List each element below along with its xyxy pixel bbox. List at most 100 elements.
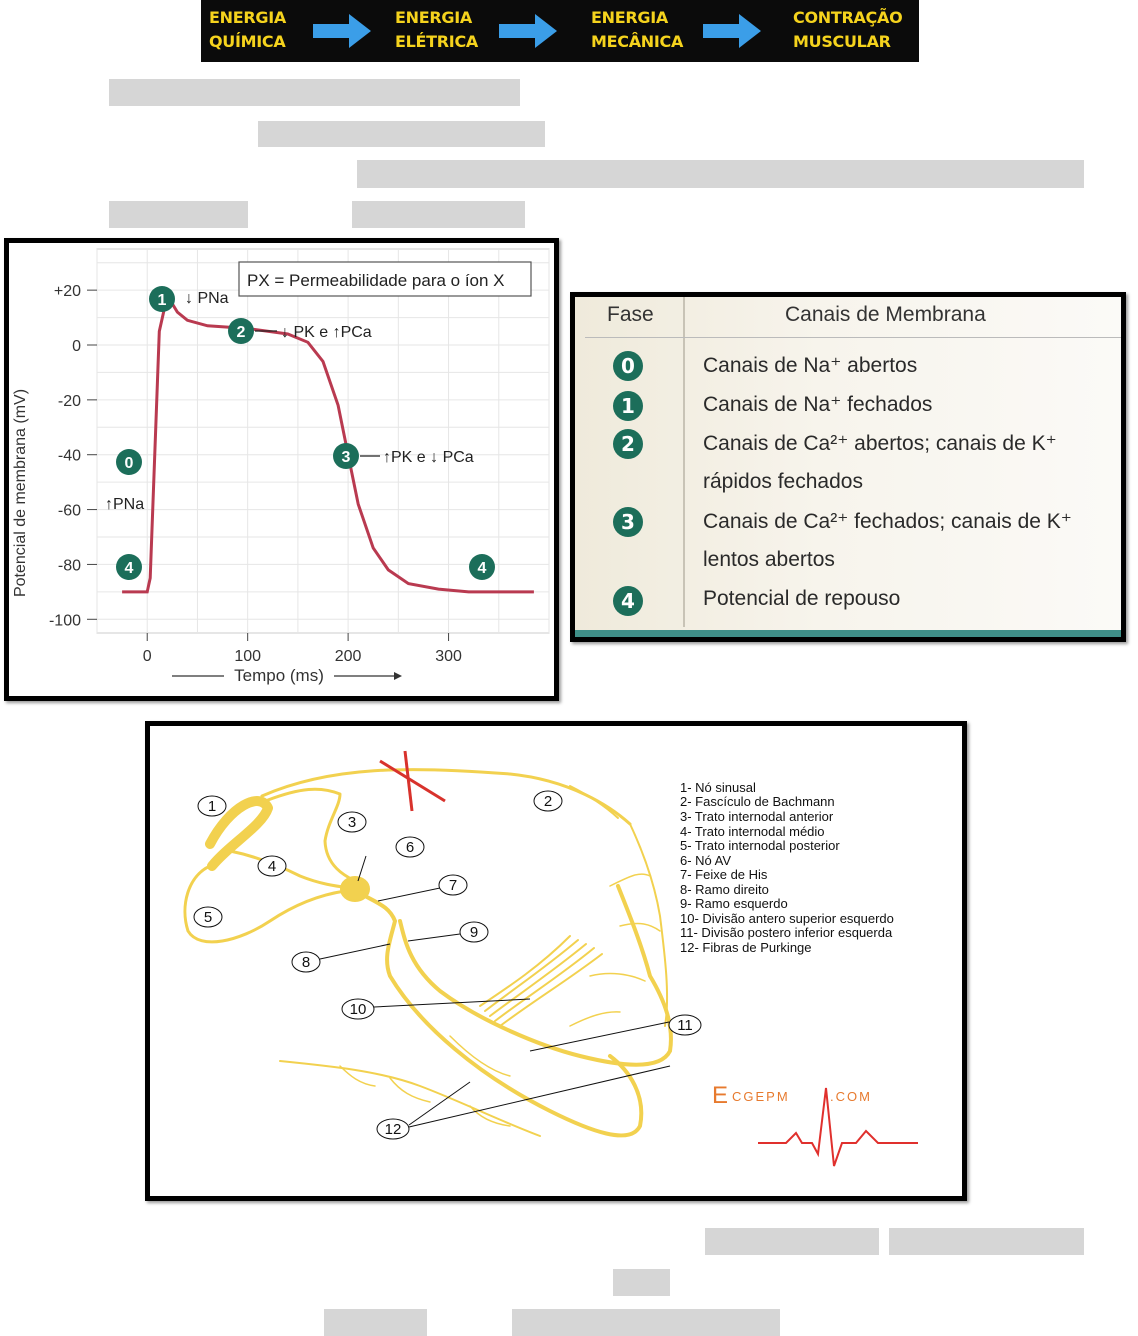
svg-text:.COM: .COM: [830, 1089, 872, 1104]
callout-2: 2: [534, 791, 562, 811]
legend-item: 7- Feixe de His: [680, 867, 768, 882]
svg-text:2: 2: [544, 793, 552, 810]
legend-item: 9- Ramo esquerdo: [680, 896, 788, 911]
svg-text:12: 12: [385, 1121, 402, 1138]
callouts: 1 2 3 4 5 6 7 8 9 10 11 12: [194, 791, 701, 1139]
phase-3-annotation: ↑PK e ↓ PCa: [383, 449, 474, 466]
phase-3-description: Canais de Ca²⁺ fechados; canais de K⁺: [703, 509, 1072, 534]
redacted-text: [258, 121, 545, 147]
svg-text:1: 1: [158, 292, 167, 309]
y-tick-label: -100: [49, 612, 81, 629]
callout-7: 7: [439, 875, 467, 895]
x-tick-label: 300: [435, 648, 462, 665]
banner-step-2: ENERGIA ELÉTRICA: [395, 6, 478, 54]
legend-item: 12- Fibras de Purkinge: [680, 940, 812, 955]
svg-text:8: 8: [302, 954, 310, 971]
phase-badge-4: 4: [613, 586, 643, 616]
callout-1: 1: [198, 796, 226, 816]
svg-text:5: 5: [204, 909, 212, 926]
banner-step-1: ENERGIA QUÍMICA: [209, 6, 286, 54]
phase-3-description-cont: lentos abertos: [703, 548, 835, 572]
arrow-right-icon: [499, 14, 559, 48]
svg-text:CGEPM: CGEPM: [732, 1089, 790, 1104]
svg-text:4: 4: [125, 560, 134, 577]
phase-0-annotation: ↑PNa: [105, 496, 144, 513]
redacted-text: [889, 1228, 1084, 1255]
redacted-text: [613, 1269, 670, 1296]
blocked-mark-icon: [380, 751, 445, 811]
banner-step-3: ENERGIA MECÂNICA: [591, 6, 683, 54]
callout-11: 11: [669, 1015, 701, 1035]
redacted-text: [109, 201, 248, 228]
callout-10: 10: [342, 999, 374, 1019]
legend-item: 3- Trato internodal anterior: [680, 809, 834, 824]
conduction-system-figure: 1 2 3 4 5 6 7 8 9 10 11 12 1- Nó sinusal…: [145, 721, 967, 1201]
callout-12: 12: [377, 1119, 409, 1139]
callout-5: 5: [194, 907, 222, 927]
table-header-phase: Fase: [607, 303, 654, 327]
legend-item: 2- Fascículo de Bachmann: [680, 794, 835, 809]
svg-text:0: 0: [125, 455, 134, 472]
callout-8: 8: [292, 952, 320, 972]
legend-item: 11- Divisão postero inferior esquerda: [680, 925, 893, 940]
redacted-text: [357, 160, 1084, 188]
phase-2-description-cont: rápidos fechados: [703, 470, 863, 494]
svg-text:4: 4: [268, 858, 276, 875]
legend-item: 1- Nó sinusal: [680, 780, 756, 795]
arrow-right-icon: [394, 672, 402, 680]
callout-6: 6: [396, 837, 424, 857]
svg-text:10: 10: [350, 1001, 367, 1018]
y-tick-label: 0: [72, 338, 81, 355]
y-tick-label: -80: [58, 557, 81, 574]
legend-item: 5- Trato internodal posterior: [680, 838, 840, 853]
phase-4-description: Potencial de repouso: [703, 587, 900, 611]
svg-text:1: 1: [208, 798, 216, 815]
phase-table: Fase Canais de Membrana 0 Canais de Na⁺ …: [570, 292, 1126, 642]
svg-text:6: 6: [406, 839, 414, 856]
callout-4: 4: [258, 856, 286, 876]
redacted-text: [705, 1228, 879, 1255]
ecgepm-logo: E CGEPM .COM: [712, 1082, 918, 1166]
redacted-text: [352, 201, 525, 228]
legend-item: 8- Ramo direito: [680, 882, 769, 897]
banner-step-4: CONTRAÇÃO MUSCULAR: [793, 6, 902, 54]
table-header-channels: Canais de Membrana: [785, 303, 986, 327]
y-axis-label: Potencial de membrana (mV): [12, 389, 29, 597]
conduction-system-diagram: 1 2 3 4 5 6 7 8 9 10 11 12 1- Nó sinusal…: [150, 726, 962, 1196]
phase-marker-4-right: 4: [469, 554, 495, 580]
y-tick-label: +20: [54, 283, 81, 300]
svg-text:3: 3: [342, 449, 351, 466]
legend-item: 10- Divisão antero superior esquerdo: [680, 911, 894, 926]
phase-marker-0: 0: [116, 449, 142, 475]
phase-marker-1: 1: [149, 286, 175, 312]
svg-text:9: 9: [470, 924, 478, 941]
redacted-text: [512, 1309, 780, 1336]
phase-badge-2: 2: [613, 429, 643, 459]
phase-marker-2: 2: [228, 318, 254, 344]
phase-2-description: Canais de Ca²⁺ abertos; canais de K⁺: [703, 431, 1057, 456]
phase-marker-4-left: 4: [116, 554, 142, 580]
callout-9: 9: [460, 922, 488, 942]
svg-text:E: E: [712, 1082, 728, 1109]
svg-text:11: 11: [677, 1017, 693, 1034]
legend-list: 1- Nó sinusal 2- Fascículo de Bachmann 3…: [680, 780, 894, 955]
svg-text:2: 2: [237, 324, 246, 341]
legend-item: 6- Nó AV: [680, 853, 731, 868]
redacted-text: [324, 1309, 427, 1336]
phase-1-annotation: ↓ PNa: [185, 290, 229, 307]
redacted-text: [109, 79, 520, 106]
arrow-right-icon: [313, 14, 373, 48]
x-axis-label: Tempo (ms): [234, 666, 324, 685]
arrow-right-icon: [703, 14, 763, 48]
y-tick-label: -20: [58, 393, 81, 410]
x-tick-label: 200: [335, 648, 362, 665]
svg-text:3: 3: [348, 814, 356, 831]
x-tick-label: 100: [234, 648, 261, 665]
energy-banner: ENERGIA QUÍMICA ENERGIA ELÉTRICA ENERGIA…: [201, 0, 919, 62]
y-tick-label: -60: [58, 503, 81, 520]
svg-text:7: 7: [449, 877, 457, 894]
callout-3: 3: [338, 812, 366, 832]
x-tick-label: 0: [143, 648, 152, 665]
